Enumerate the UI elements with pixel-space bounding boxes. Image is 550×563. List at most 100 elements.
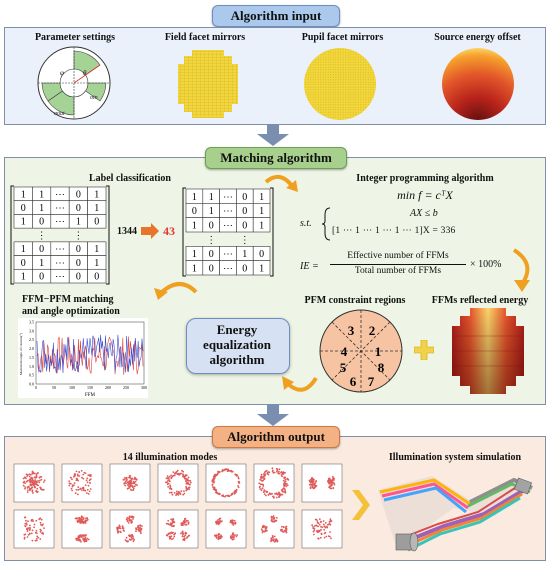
matrix-left-cell-text: ⋯ bbox=[55, 258, 65, 269]
region-8: 8 bbox=[378, 360, 385, 375]
matrix-left-cell-text: ⋯ bbox=[55, 244, 65, 255]
ip-constraint-2: [1 ⋯ 1 ⋯ 1 ⋯ 1 ⋯ 1]X = 336 bbox=[332, 226, 456, 236]
illumination-mode-14 bbox=[301, 509, 343, 549]
theta-symbol: θ bbox=[83, 69, 87, 77]
ie-denominator: Total number of FFMs bbox=[354, 266, 442, 276]
matrix-left-cell-text: 0 bbox=[76, 203, 81, 214]
matrix-right-cell-text: ⋮ bbox=[240, 235, 250, 246]
illumination-mode-10 bbox=[109, 509, 151, 549]
matrix-right-cell-text: 0 bbox=[242, 263, 247, 274]
plot-xtick: 0 bbox=[35, 385, 37, 390]
flow-arrow-input-to-matching bbox=[257, 124, 289, 146]
ffm-reflected-energy-image bbox=[452, 308, 524, 394]
region-4: 4 bbox=[341, 344, 348, 359]
matrix-left-cell-text: ⋮ bbox=[37, 230, 47, 241]
matrix-right-cell-text: 0 bbox=[209, 263, 214, 274]
count-in-label: 1344 bbox=[117, 226, 137, 237]
plot-ytick: 3.0 bbox=[29, 328, 34, 333]
matrix-left-cell-text: 1 bbox=[21, 244, 26, 255]
matrix-left-cell-text: 0 bbox=[76, 244, 81, 255]
ffm-energy-title: FFMs reflected energy bbox=[431, 295, 529, 306]
energy-equalization-box bbox=[186, 318, 290, 374]
illumination-modes-title: 14 illumination modes bbox=[122, 452, 218, 463]
plot-xlabel: FFM bbox=[85, 393, 96, 398]
matrix-left-cell-text: 0 bbox=[21, 203, 26, 214]
plot-ytick: 0.5 bbox=[29, 373, 34, 378]
matrix-left-cell-text: ⋯ bbox=[55, 189, 65, 200]
plot-ytick: 0.0 bbox=[29, 382, 34, 387]
phi-symbol: φ bbox=[60, 69, 64, 77]
matrix-left-cell-text: 1 bbox=[94, 244, 99, 255]
matrix-right-bracket bbox=[270, 187, 274, 277]
matrix-right-cell-text: 1 bbox=[192, 263, 197, 274]
matrix-right-cell-text: ⋯ bbox=[223, 263, 233, 274]
matrix-right-cell-text: 0 bbox=[209, 249, 214, 260]
matrix-left-cell-text: 0 bbox=[39, 244, 44, 255]
plot-ylabel: Maximum angle of rotation(°) bbox=[19, 332, 23, 375]
plot-xtick: 300 bbox=[141, 385, 147, 390]
matrix-left-cell-text: ⋯ bbox=[55, 217, 65, 228]
field-facet-mirrors-label: Field facet mirrors bbox=[164, 32, 246, 43]
matrix-right-cell-text: 1 bbox=[242, 249, 247, 260]
illumination-mode-7 bbox=[301, 463, 343, 503]
plot-ytick: 2.5 bbox=[29, 337, 34, 342]
ffm-pfm-title: FFM−PFM matching bbox=[22, 294, 114, 305]
matrix-left-cell bbox=[87, 214, 107, 229]
matching-algorithm-title: Matching algorithm bbox=[205, 147, 347, 169]
matrix-left-cell-text: ⋯ bbox=[55, 203, 65, 214]
matrix-right-cell-text: 1 bbox=[259, 206, 264, 217]
integer-programming-title: Integer programming algorithm bbox=[356, 173, 494, 184]
matrix-right-cell-text: 0 bbox=[209, 220, 214, 231]
illumination-mode-12 bbox=[205, 509, 247, 549]
matrix-left-cell-text: 0 bbox=[76, 189, 81, 200]
matrix-left-cell-text: 1 bbox=[39, 203, 44, 214]
ffm-pfm-title-2: and angle optimization bbox=[22, 306, 120, 317]
parameter-settings-label: Parameter settings bbox=[34, 32, 116, 43]
source-energy-offset-label: Source energy offset bbox=[434, 32, 521, 43]
curved-arrow-to-ffm-pfm bbox=[154, 282, 198, 300]
matrix-right-cell-text: 1 bbox=[259, 263, 264, 274]
region-1: 1 bbox=[375, 344, 382, 359]
matrix-right-cell-text: 1 bbox=[192, 220, 197, 231]
illumination-system-simulation bbox=[378, 476, 534, 552]
matrix-right-cell-text: ⋯ bbox=[223, 249, 233, 260]
flow-arrow-matching-to-output bbox=[257, 404, 289, 426]
matrix-right-bracket bbox=[182, 187, 186, 277]
illumination-mode-13 bbox=[253, 509, 295, 549]
illumination-sim-title: Illumination system simulation bbox=[388, 452, 522, 463]
source-energy-offset-image bbox=[442, 48, 514, 120]
matrix-left-cell-text: 1 bbox=[76, 217, 81, 228]
matrix-left-cell-text: 0 bbox=[94, 217, 99, 228]
plot-ytick: 3.5 bbox=[29, 320, 34, 325]
parameter-settings-diagram: φ θ σin σout bbox=[37, 46, 111, 120]
curved-arrow-bottom bbox=[282, 376, 318, 392]
region-7: 7 bbox=[368, 374, 375, 389]
ie-numerator: Effective number of FFMs bbox=[347, 251, 449, 261]
plot-ytick: 1.5 bbox=[29, 355, 34, 360]
region-6: 6 bbox=[350, 374, 357, 389]
chevron-right-icon bbox=[352, 490, 370, 520]
matrix-right-cell bbox=[252, 260, 271, 276]
matrix-right-cell-text: ⋯ bbox=[223, 220, 233, 231]
matrix-right-cell-text: 1 bbox=[192, 192, 197, 203]
pfm-constraint-title: PFM constraint regions bbox=[304, 295, 406, 306]
ie-lhs: IE = bbox=[300, 261, 319, 272]
illumination-mode-2 bbox=[61, 463, 103, 503]
plot-xtick: 50 bbox=[52, 385, 56, 390]
plot-ytick: 1.0 bbox=[29, 364, 34, 369]
illumination-mode-11 bbox=[157, 509, 199, 549]
matrix-left-cell-text: 0 bbox=[39, 217, 44, 228]
illumination-mode-3 bbox=[109, 463, 151, 503]
matrix-left-cell-text: 0 bbox=[76, 272, 81, 283]
field-facet-mirrors-image bbox=[178, 50, 238, 118]
matrix-right-cell bbox=[252, 217, 271, 233]
plus-icon bbox=[414, 340, 434, 360]
matrix-left-cell-text: ⋮ bbox=[73, 230, 83, 241]
matrix-right-cell-text: ⋯ bbox=[223, 206, 233, 217]
matrix-left-cell-text: 1 bbox=[94, 203, 99, 214]
matrix-left-bracket bbox=[106, 185, 110, 285]
plot-ytick: 2.0 bbox=[29, 346, 34, 351]
matrix-left-cell-text: 1 bbox=[39, 189, 44, 200]
